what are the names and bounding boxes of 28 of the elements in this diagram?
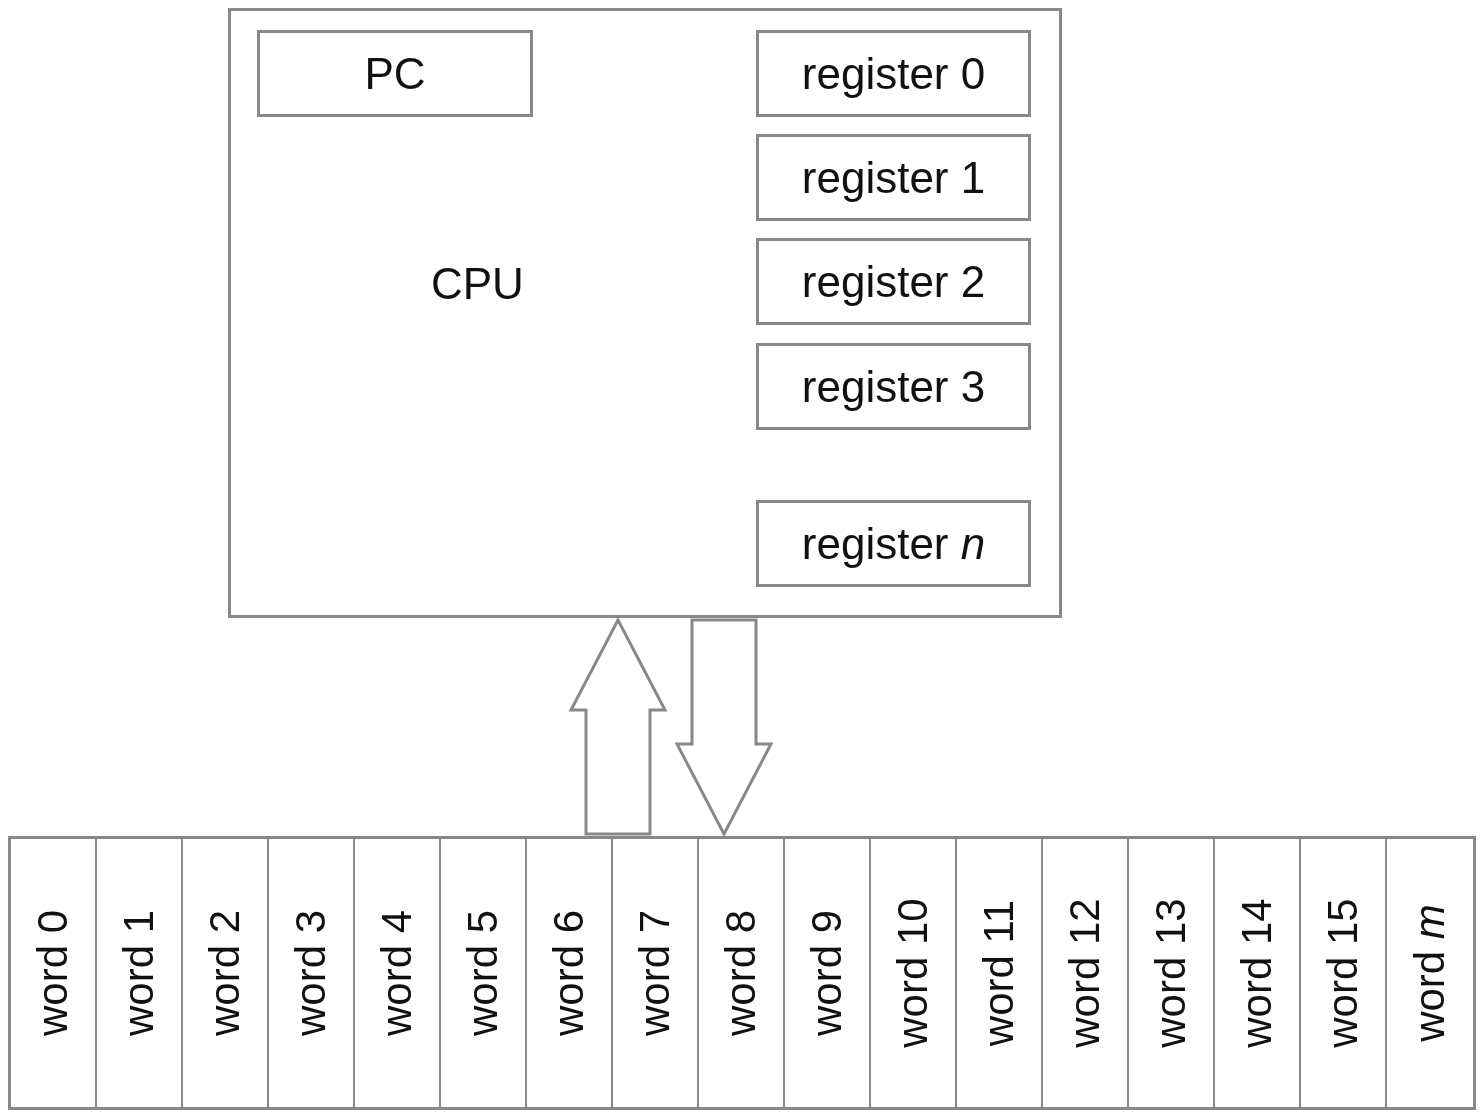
memory-word-cell: word 6 [527, 839, 613, 1107]
memory-word-cell: word 1 [97, 839, 183, 1107]
register-box: register 0 [756, 30, 1031, 117]
memory-word-cell: word m [1387, 839, 1473, 1107]
cpu-label: CPU [431, 259, 524, 309]
memory-word-cell: word 3 [269, 839, 355, 1107]
register-box: register 1 [756, 134, 1031, 221]
block-arrow [674, 618, 774, 838]
memory-bar [8, 836, 1476, 1110]
memory-word-cell: word 0 [11, 839, 97, 1107]
memory-word-cell: word 15 [1301, 839, 1387, 1107]
memory-word-cell: word 5 [441, 839, 527, 1107]
register-box: register n [756, 500, 1031, 587]
memory-word-cell: word 11 [957, 839, 1043, 1107]
memory-word-cell: word 10 [871, 839, 957, 1107]
memory-word-cell: word 12 [1043, 839, 1129, 1107]
memory-word-cell: word 14 [1215, 839, 1301, 1107]
register-box: register 3 [756, 343, 1031, 430]
memory-word-cell: word 2 [183, 839, 269, 1107]
memory-word-cell: word 9 [785, 839, 871, 1107]
memory-word-cell: word 4 [355, 839, 441, 1107]
memory-word-cell: word 13 [1129, 839, 1215, 1107]
memory-word-cell: word 8 [699, 839, 785, 1107]
block-arrow [568, 616, 668, 836]
register-box: PC [257, 30, 533, 117]
processor-box [228, 8, 1062, 618]
register-box: register 2 [756, 238, 1031, 325]
memory-word-cell: word 7 [613, 839, 699, 1107]
